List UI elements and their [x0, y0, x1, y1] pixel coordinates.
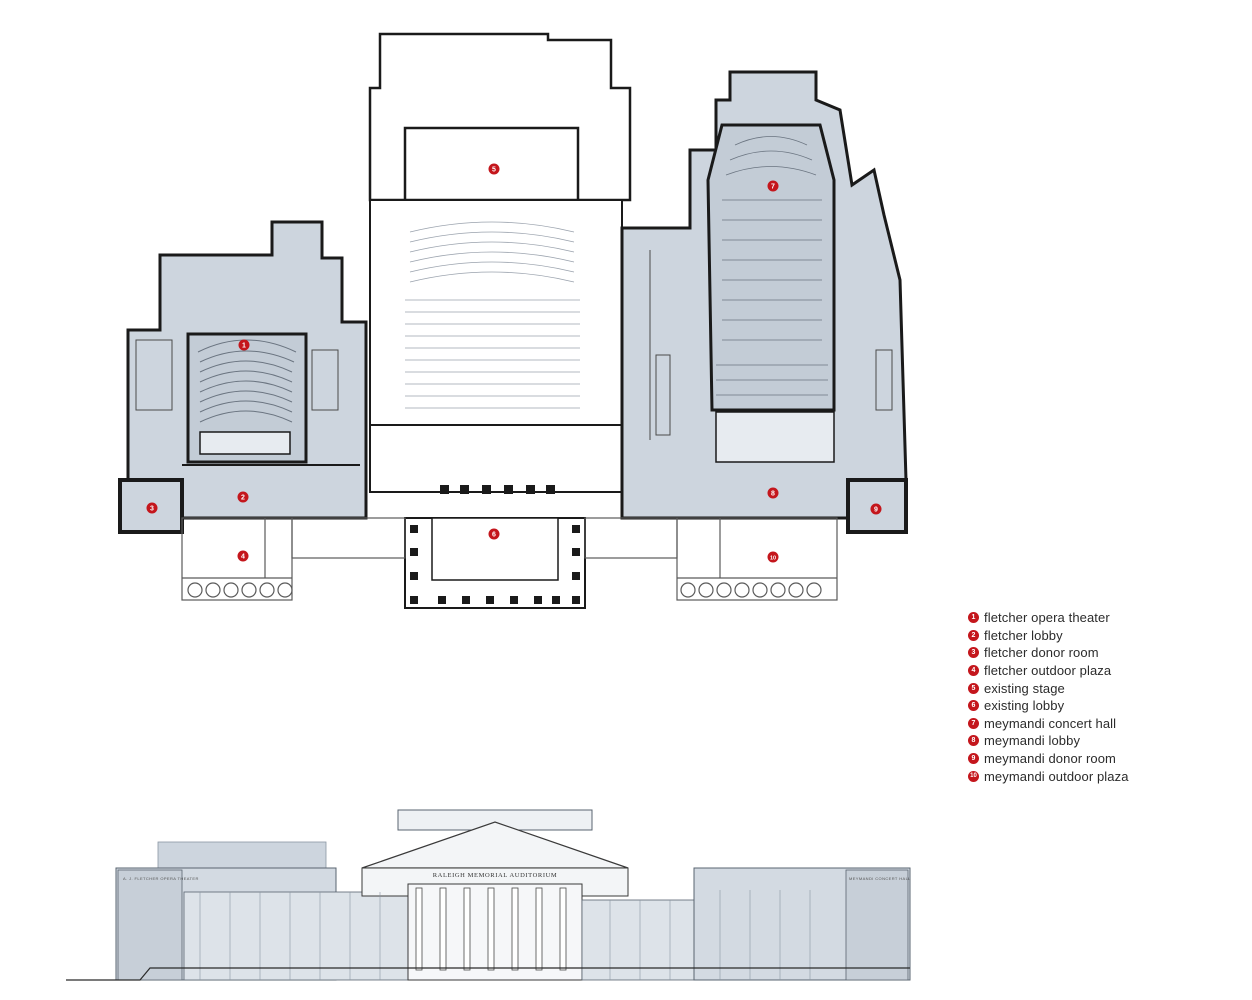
legend-number-badge: 6 — [968, 700, 979, 712]
svg-text:4: 4 — [241, 554, 245, 561]
floor-plan: 1 2 3 4 5 6 7 8 9 10 — [118, 32, 908, 609]
svg-text:5: 5 — [492, 167, 496, 174]
fletcher-sign: A. J. FLETCHER OPERA THEATER — [123, 876, 199, 881]
legend-item: 4 fletcher outdoor plaza — [968, 662, 1238, 680]
portico-columns — [410, 525, 580, 604]
pediment-title: RALEIGH MEMORIAL AUDITORIUM — [433, 872, 558, 879]
room-markers: 1 2 3 4 5 6 7 8 9 10 — [146, 163, 882, 563]
svg-text:2: 2 — [241, 495, 245, 502]
legend-item: 2 fletcher lobby — [968, 627, 1238, 645]
legend-number-badge: 4 — [968, 665, 979, 677]
front-elevation: A. J. FLETCHER OPERA THEATER RALEIGH MEM… — [66, 809, 911, 981]
svg-text:10: 10 — [770, 556, 776, 562]
marker-2: 2 — [237, 491, 249, 503]
concert-seating — [716, 136, 828, 396]
marker-4: 4 — [237, 550, 249, 562]
svg-text:9: 9 — [874, 507, 878, 514]
marker-5: 5 — [488, 163, 500, 175]
meymandi-wing — [620, 70, 908, 534]
marker-7: 7 — [767, 180, 779, 192]
legend-item: 6 existing lobby — [968, 697, 1238, 715]
meymandi-sign: MEYMANDI CONCERT HALL — [849, 876, 911, 881]
marker-6: 6 — [488, 528, 500, 540]
legend-number-badge: 8 — [968, 735, 979, 747]
legend-label: existing stage — [984, 680, 1065, 696]
legend-label: fletcher lobby — [984, 627, 1063, 643]
marker-3: 3 — [146, 502, 158, 514]
marker-1: 1 — [238, 339, 250, 351]
legend-number-badge: 5 — [968, 682, 979, 694]
outdoor-plazas — [181, 517, 838, 601]
legend-number-badge: 10 — [968, 770, 979, 782]
marker-10: 10 — [767, 551, 779, 563]
legend-label: fletcher outdoor plaza — [984, 663, 1112, 679]
legend-item: 3 fletcher donor room — [968, 644, 1238, 662]
legend-number-badge: 3 — [968, 647, 979, 659]
legend-label: meymandi lobby — [984, 733, 1081, 749]
legend-item: 1 fletcher opera theater — [968, 609, 1238, 627]
svg-text:7: 7 — [771, 184, 775, 191]
svg-text:8: 8 — [771, 491, 775, 498]
legend-number-badge: 1 — [968, 612, 979, 624]
legend-item: 5 existing stage — [968, 679, 1238, 697]
legend-number-badge: 7 — [968, 717, 979, 729]
marker-8: 8 — [767, 487, 779, 499]
svg-text:3: 3 — [150, 506, 154, 513]
marker-9: 9 — [870, 503, 882, 515]
legend-label: meymandi outdoor plaza — [984, 768, 1129, 784]
existing-auditorium — [368, 32, 632, 609]
legend-label: meymandi donor room — [984, 751, 1116, 767]
svg-text:6: 6 — [492, 532, 496, 539]
svg-text:1: 1 — [242, 343, 246, 350]
legend-item: 9 meymandi donor room — [968, 750, 1238, 768]
legend-label: fletcher donor room — [984, 645, 1099, 661]
legend-number-badge: 2 — [968, 629, 979, 641]
legend-item: 10 meymandi outdoor plaza — [968, 767, 1238, 785]
legend-number-badge: 9 — [968, 753, 979, 765]
legend-item: 7 meymandi concert hall — [968, 715, 1238, 733]
legend-label: fletcher opera theater — [984, 610, 1110, 626]
seating-rows — [405, 221, 580, 409]
legend-label: meymandi concert hall — [984, 715, 1117, 731]
fletcher-wing — [118, 220, 368, 534]
legend-item: 8 meymandi lobby — [968, 732, 1238, 750]
legend-label: existing lobby — [984, 698, 1065, 714]
temple-columns — [415, 887, 567, 971]
